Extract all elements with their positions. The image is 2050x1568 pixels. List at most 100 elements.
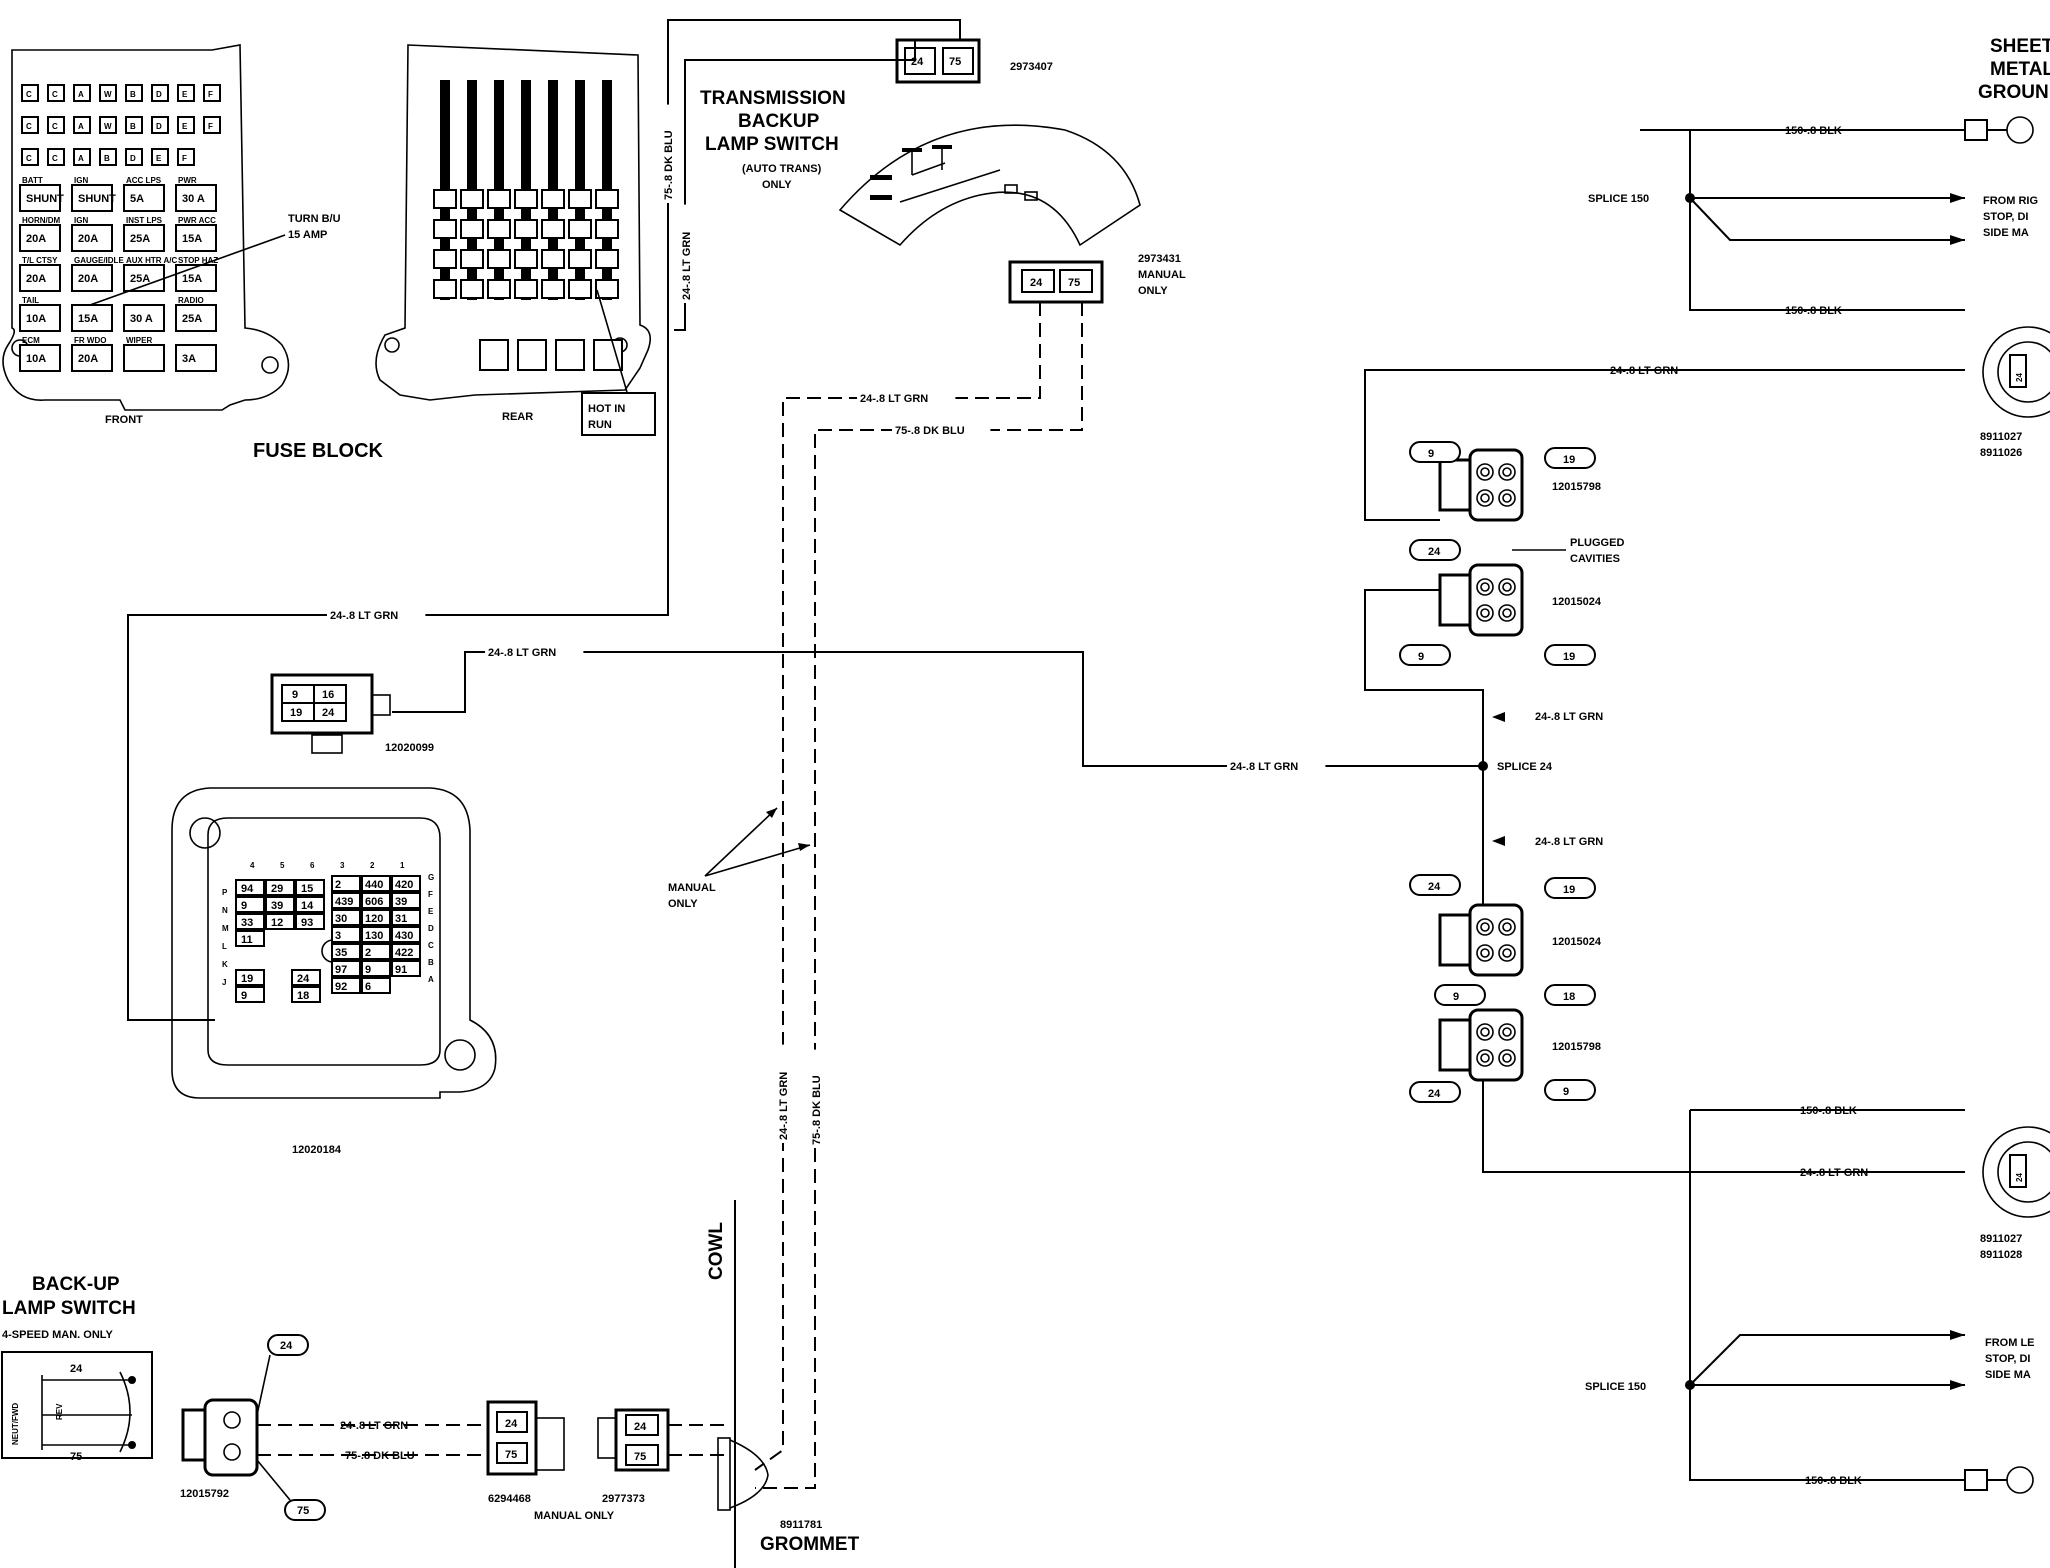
bulkhead-cell	[331, 943, 361, 960]
rear-cavity	[433, 279, 457, 299]
rear-relay	[479, 339, 509, 371]
bulkhead-letter: K	[222, 960, 228, 969]
wire-label-text: 75-.8 DK BLU	[663, 130, 675, 200]
cavity-tag: 19	[1563, 884, 1575, 896]
wire-label: 75-.8 DK BLU	[661, 104, 675, 203]
front-cell-letter: B	[130, 122, 136, 131]
fuse-rating: 20A	[78, 233, 98, 245]
lamp-pin-24-b: 24	[2015, 1173, 2024, 1182]
rear-cavity	[487, 189, 511, 209]
lamp-socket-top: 24	[1982, 326, 2050, 418]
bulkhead-cell-text: 97	[335, 964, 347, 976]
fuse-function-label: TAIL	[22, 296, 39, 305]
bulkhead-cell-text: 9	[241, 990, 247, 1002]
fuse-rating: 25A	[130, 233, 150, 245]
rear-cavity	[568, 279, 592, 299]
wire-label-text: 75-.8 DK BLU	[345, 1450, 415, 1462]
transmission-manual-connector: 24 75	[1008, 260, 1104, 304]
front-cell	[21, 116, 39, 134]
right-connector-part: 12015798	[1552, 481, 1601, 493]
fuse	[19, 184, 61, 212]
connector-2977373: 24 75	[597, 1408, 670, 1472]
bulkhead-letter: N	[222, 906, 228, 915]
bulkhead-cell	[295, 879, 325, 896]
bulkhead-cell	[265, 913, 295, 930]
bulkhead-cell-text: 15	[301, 883, 313, 895]
front-cell-letter: D	[156, 90, 162, 99]
turn-bu-note-1: TURN B/U	[288, 213, 341, 225]
wiring	[127, 19, 1483, 1489]
wire-label-text: 24-.8 LT GRN	[681, 232, 693, 300]
trans-subtitle-1: (AUTO TRANS)	[742, 163, 822, 175]
trans-title-1: TRANSMISSION	[700, 88, 846, 109]
front-cell-letter: W	[104, 122, 112, 131]
front-cell-letter: C	[52, 122, 58, 131]
from-right-2: STOP, DI	[1983, 211, 2028, 223]
front-cell-letter: C	[26, 90, 32, 99]
fuse	[71, 224, 113, 252]
fuse	[19, 304, 61, 332]
bulkhead-cell-text: 31	[395, 913, 407, 925]
rear-cavity	[595, 189, 619, 209]
ground-terminal-bottom	[1964, 1466, 2034, 1494]
bulkhead-cell	[235, 930, 265, 947]
bulkhead-cell-text: 120	[365, 913, 383, 925]
fuse-rating: 20A	[26, 273, 46, 285]
bulkhead-cell	[391, 960, 421, 977]
fuse	[123, 224, 165, 252]
bulkhead-cell-text: 29	[271, 883, 283, 895]
bulkhead-letter: G	[428, 873, 434, 882]
rear-label: REAR	[502, 411, 533, 423]
connector-12020099: 9 16 19 24	[270, 673, 391, 754]
bulkhead-cell	[391, 943, 421, 960]
backup-title-1: BACK-UP	[32, 1274, 120, 1295]
bulkhead-cell	[265, 879, 295, 896]
bulkhead-letter: A	[428, 975, 434, 984]
pin-19: 19	[290, 707, 302, 719]
plugged-cavities-2: CAVITIES	[1570, 553, 1620, 565]
grommet-label: GROMMET	[760, 1534, 860, 1555]
front-cell	[125, 148, 143, 166]
bulkhead-cell	[391, 926, 421, 943]
bulkhead-cell	[265, 896, 295, 913]
bulkhead-cell-text: 91	[395, 964, 407, 976]
hot-in-run-2: RUN	[588, 419, 612, 431]
rear-cavity	[541, 189, 565, 209]
turn-bu-note-2: 15 AMP	[288, 229, 327, 241]
fuse-function-label: GAUGE/IDLE	[74, 256, 124, 265]
fuse-function-label: PWR ACC	[178, 216, 216, 225]
front-cell-letter: A	[78, 90, 84, 99]
cavity-tag: 24	[1428, 1088, 1441, 1100]
cavity-tag: 9	[1428, 448, 1434, 460]
front-cell	[47, 116, 65, 134]
fuse-rating: 25A	[130, 273, 150, 285]
fuse-rating: 3A	[182, 353, 196, 365]
fuse-function-label: BATT	[22, 176, 43, 185]
cavity-tag: 9	[1563, 1086, 1569, 1098]
bulkhead-number: 5	[280, 861, 285, 870]
rear-cavity	[487, 219, 511, 239]
bulkhead-letter: L	[222, 942, 227, 951]
bulkhead-cell	[235, 879, 265, 896]
grommet	[717, 1437, 769, 1511]
rear-cavity	[460, 219, 484, 239]
trans-title-2: BACKUP	[738, 111, 820, 132]
fuse-function-label: PWR	[178, 176, 197, 185]
wire-label: 24-.8 LT GRN	[1532, 834, 1631, 848]
wire-label: 75-.8 DK BLU	[809, 1049, 823, 1148]
front-cell	[47, 84, 65, 102]
fuse-function-label: IGN	[74, 216, 88, 225]
fuse	[175, 184, 217, 212]
neut-fwd: NEUT/FWD	[11, 1403, 20, 1445]
bulkhead-cell-text: 9	[241, 900, 247, 912]
fuse-rating: SHUNT	[26, 193, 64, 205]
rear-cavity	[514, 219, 538, 239]
bulkhead-cell	[331, 892, 361, 909]
pin-75: 75	[949, 56, 961, 68]
pin-75: 75	[634, 1451, 646, 1463]
fuse-rating: 15A	[182, 233, 202, 245]
